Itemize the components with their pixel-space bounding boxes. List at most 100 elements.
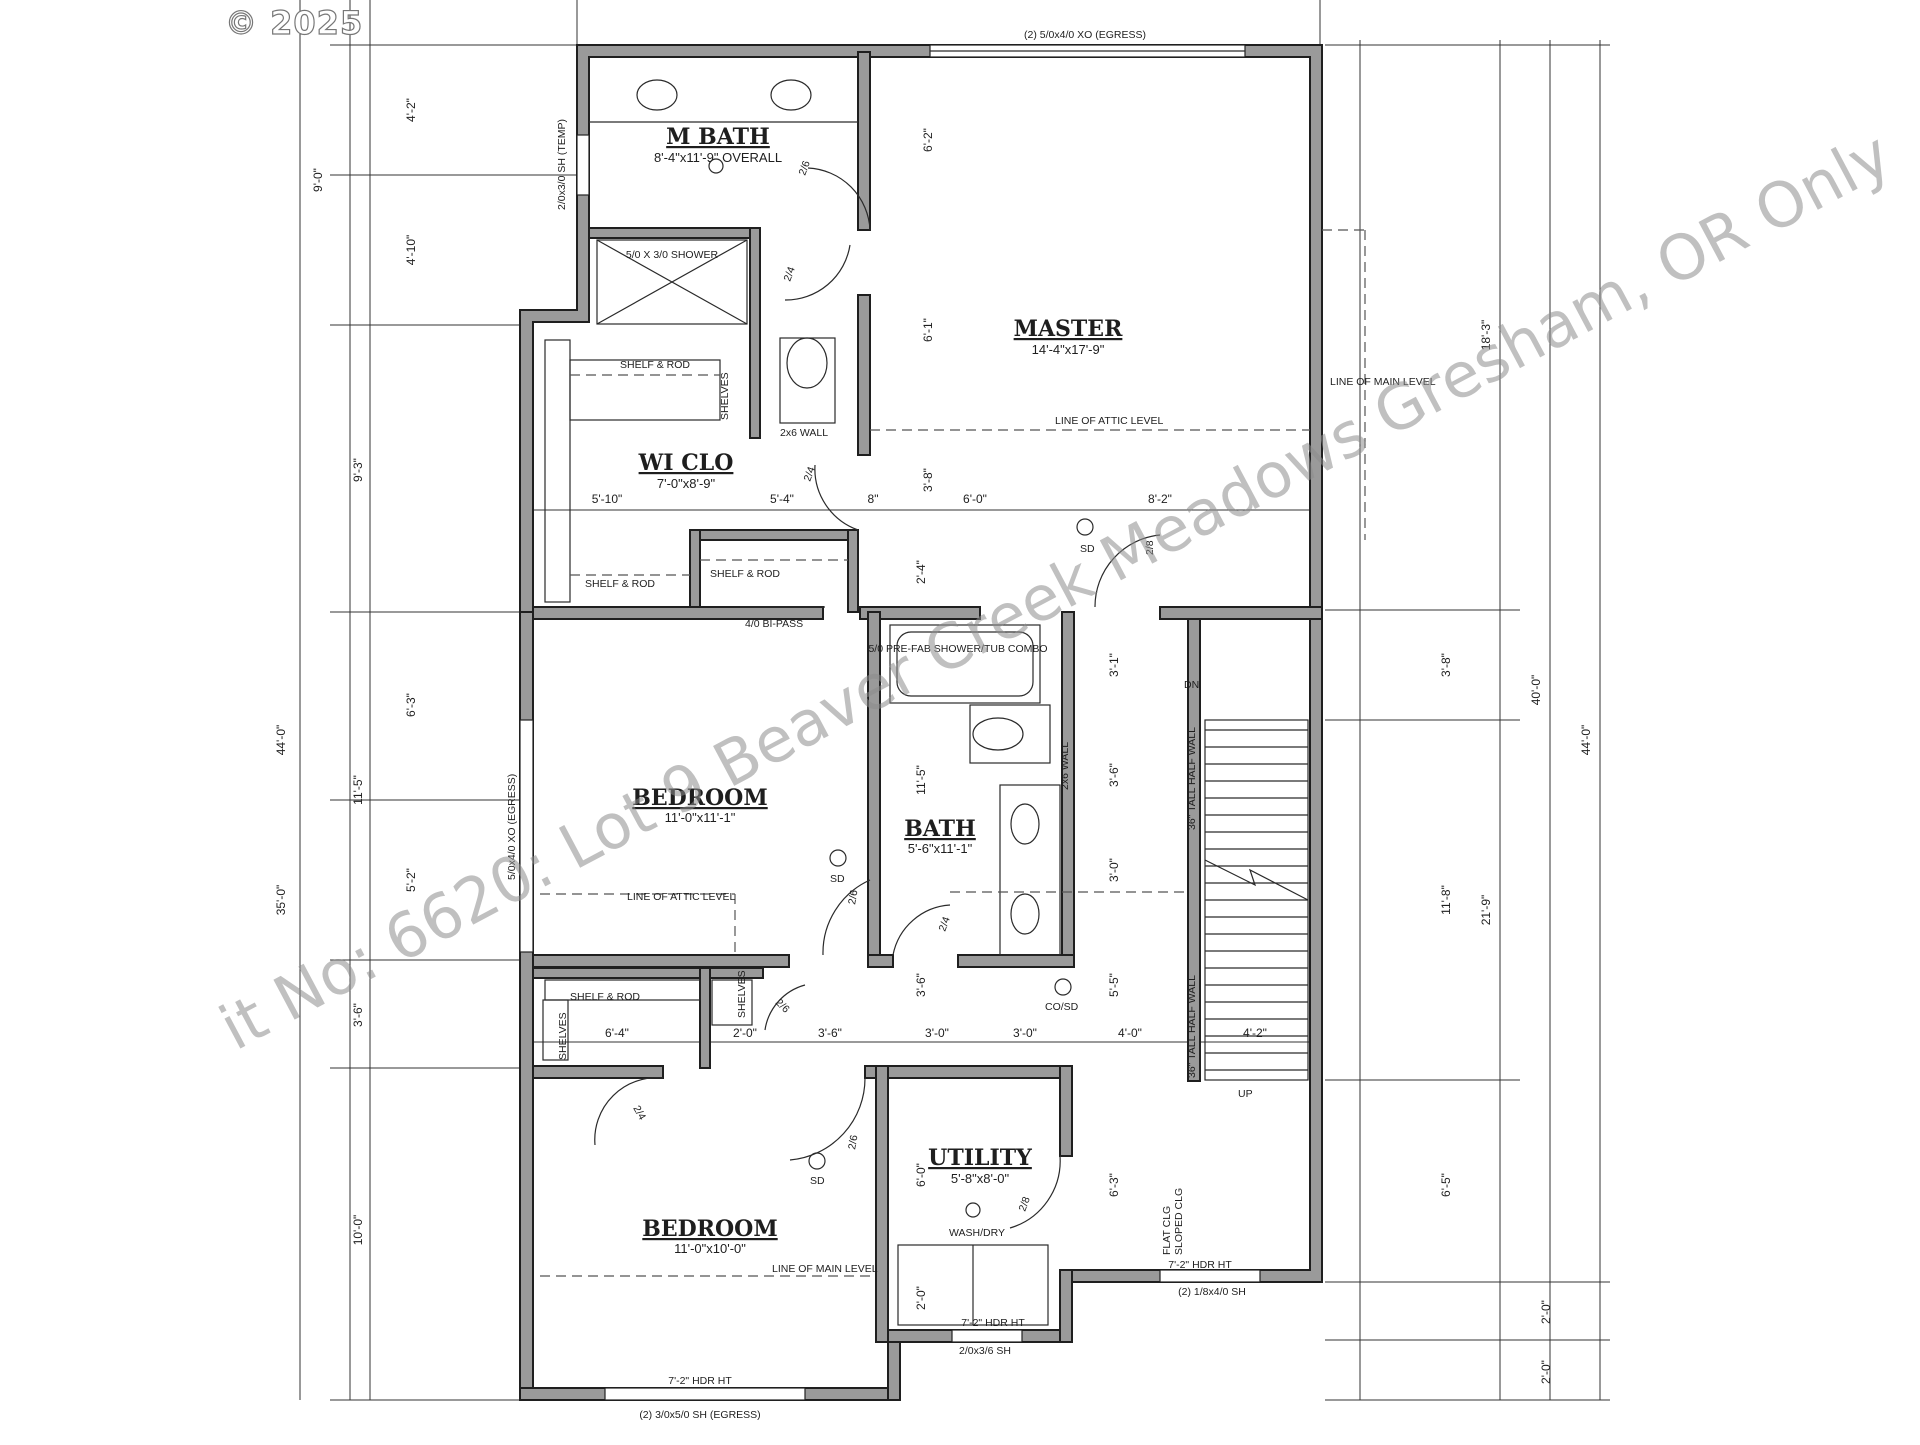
window-note: (2) 5/0x4/0 XO (EGRESS)	[1024, 29, 1146, 41]
dim-text: 3'-0"	[1107, 858, 1121, 882]
wall-note: 2x6 WALL	[1059, 742, 1071, 790]
dim-text: 3'-1"	[1107, 653, 1121, 677]
dim-text: 3'-0"	[1013, 1026, 1037, 1040]
room-name: MASTER	[1014, 316, 1123, 342]
room-name: BEDROOM	[632, 785, 767, 811]
shower-wall	[588, 227, 760, 239]
closet-partition-north	[689, 529, 859, 541]
window-note: (2) 1/8x4/0 SH	[1178, 1286, 1246, 1298]
dim-text: 3'-6"	[351, 1003, 365, 1027]
room-dims: 11'-0"x11'-1"	[665, 810, 736, 825]
stair-note: UP	[1238, 1088, 1253, 1100]
shelf-label: SHELF & ROD	[585, 578, 655, 590]
door-size: 2/8	[1144, 540, 1156, 555]
room-dims: 14'-4"x17'-9"	[1032, 342, 1105, 357]
annotations: (2) 5/0x4/0 XO (EGRESS) 2/0x3/0 SH (TEMP…	[506, 29, 1436, 1421]
closet-partition-east	[847, 529, 859, 613]
dim-text: 4'-10"	[404, 235, 418, 266]
door-swing	[1009, 1155, 1061, 1229]
level-note: LINE OF MAIN LEVEL	[1330, 376, 1436, 388]
dim-text: 2'-0"	[1539, 1360, 1553, 1384]
door-size: 2/6	[797, 159, 813, 177]
master-south-wall	[1159, 606, 1323, 620]
dim-text: 6'-5"	[1439, 1173, 1453, 1197]
door-swing	[594, 1077, 664, 1146]
closet-shelving	[542, 339, 848, 1061]
door-swing	[764, 984, 806, 1031]
dimension-labels: 44'-0" 9'-0" 35'-0" 4'-2" 4'-10" 9'-3" 1…	[274, 98, 1593, 1384]
door-swing	[892, 904, 951, 956]
level-note: LINE OF ATTIC LEVEL	[1055, 415, 1163, 427]
window-note: 5/0x4/0 XO (EGRESS)	[506, 774, 518, 880]
dim-text: 9'-3"	[351, 458, 365, 482]
window-bed1	[519, 719, 534, 953]
dim-text: 3'-8"	[921, 468, 935, 492]
window-mbath	[576, 134, 590, 196]
room-labels: M BATH 8'-4"x11'-9" OVERALL MASTER 14'-4…	[632, 124, 1123, 1256]
sd-label: SD	[1080, 543, 1095, 555]
door-size: 2/6	[773, 997, 792, 1016]
half-wall-note: 36" TALL HALF WALL	[1186, 727, 1198, 830]
stairs	[1204, 719, 1309, 1081]
sink-icon	[1010, 893, 1040, 935]
window-utility	[951, 1329, 1023, 1343]
bath-south-wall-right	[957, 954, 1075, 968]
smoke-detector-icon	[1076, 518, 1094, 536]
dim-text: 5'-2"	[404, 868, 418, 892]
utility-north-wall	[864, 1065, 1066, 1079]
door-size: 2/8	[1017, 1195, 1033, 1213]
dim-text: 4'-2"	[1243, 1026, 1267, 1040]
linen-divider	[699, 967, 711, 1069]
bed1-north-wall	[532, 606, 824, 620]
closet-partition-west	[689, 529, 701, 613]
dim-text: 6'-3"	[404, 693, 418, 717]
utility-south-jog	[1059, 1269, 1073, 1343]
room-dims: 7'-0"x8'-9"	[657, 476, 716, 491]
light-icon	[708, 158, 724, 174]
door-swing	[807, 167, 871, 231]
dim-text: 11'-5"	[914, 765, 928, 795]
hdr-note: 7'-2" HDR HT	[668, 1375, 732, 1387]
window-bottom	[604, 1387, 806, 1401]
door-swing	[784, 244, 851, 301]
dim-text: 3'-8"	[1439, 653, 1453, 677]
door-swing	[814, 464, 859, 531]
dim-text: 44'-0"	[1579, 725, 1593, 756]
dim-text: 44'-0"	[274, 725, 288, 756]
dim-text: 6'-2"	[921, 128, 935, 152]
shelf-label: SHELF & ROD	[570, 991, 640, 1003]
smoke-detector-icon	[829, 849, 847, 867]
doors	[594, 167, 1161, 1229]
dim-text: 3'-6"	[1107, 763, 1121, 787]
door-size: 2/4	[630, 1104, 648, 1123]
dim-text: 2'-0"	[733, 1026, 757, 1040]
dim-text: 2'-4"	[914, 560, 928, 584]
bed2-north-wall-left	[532, 1065, 664, 1079]
toilet-icon	[969, 704, 1051, 764]
bed1-south-wall	[532, 954, 790, 968]
bath-south-wall-left	[867, 954, 894, 968]
room-dims: 5'-8"x8'-0"	[951, 1171, 1010, 1186]
hdr-note: 7'-2" HDR HT	[961, 1317, 1025, 1329]
door-note: 4/0 BI-PASS	[745, 618, 803, 630]
dim-text: 5'-4"	[770, 492, 794, 506]
tub-icon	[889, 624, 1041, 704]
dim-text: 9'-0"	[311, 168, 325, 192]
shelves-label: SHELVES	[736, 970, 748, 1018]
windows	[519, 44, 1261, 1401]
sd-label: SD	[830, 873, 845, 885]
linen-north-wall	[532, 967, 764, 979]
dim-text: 8"	[868, 492, 879, 506]
room-name: M BATH	[666, 124, 770, 150]
door-swing	[789, 1077, 866, 1161]
dim-text: 3'-6"	[914, 973, 928, 997]
room-name: BATH	[904, 816, 976, 842]
sink-icon	[1010, 803, 1040, 845]
dim-text: 11'-5"	[351, 775, 365, 805]
room-dims: 11'-0"x10'-0"	[674, 1241, 746, 1256]
dim-text: 4'-2"	[404, 98, 418, 122]
dim-text: 6'-0"	[914, 1163, 928, 1187]
room-name: WI CLO	[638, 450, 734, 476]
